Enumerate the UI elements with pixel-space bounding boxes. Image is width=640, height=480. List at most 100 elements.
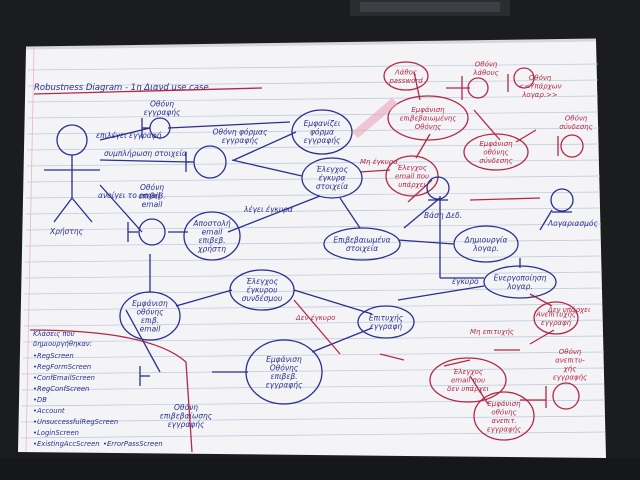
edge-label: Βάση Δεδ. bbox=[424, 211, 462, 220]
red-node-ellipse bbox=[533, 301, 579, 335]
blue-node-ellipse bbox=[357, 305, 415, 339]
blue-node-text: οθόνης bbox=[136, 307, 164, 316]
blue-node-text: στοιχεία bbox=[316, 182, 348, 191]
red-node-text: Οθόνη bbox=[529, 74, 552, 82]
blue-node-text: λογαρ. bbox=[506, 282, 533, 291]
red-node-text: εγγραφής bbox=[487, 425, 521, 433]
blue-node-text: Οθόνη bbox=[150, 99, 174, 108]
boundary-reg-confirm-screen bbox=[139, 366, 150, 386]
red-node-text: <<Υπάρχων bbox=[518, 83, 561, 91]
class-item: •DB bbox=[33, 396, 47, 404]
blue-node-text: συνδέσμου bbox=[242, 294, 283, 303]
diagram-title: Robustness Diagram - 1η Διανd use case bbox=[34, 83, 209, 93]
blue-node-text: Εμφάνιση bbox=[266, 355, 302, 364]
red-node-text: Ανεπιτυχής bbox=[535, 310, 576, 318]
blue-node-text: επιβεβαίωσης bbox=[160, 412, 213, 421]
red-node-text: Εμφάνιση bbox=[411, 106, 445, 114]
entity-database bbox=[426, 176, 450, 201]
blue-node-text: Εμφάνιση bbox=[132, 299, 168, 308]
red-node-ellipse bbox=[387, 95, 469, 141]
red-node-text: λάθους bbox=[472, 69, 498, 77]
red-node-text: Οθόνη bbox=[475, 60, 498, 68]
torn-top-edge bbox=[25, 38, 597, 50]
blue-node-text: Οθόνη bbox=[174, 403, 198, 412]
blue-node-text: επιβ. bbox=[141, 316, 159, 325]
blue-node-text: email bbox=[142, 200, 164, 209]
blue-node-text: εγγραφής bbox=[304, 136, 341, 145]
bottom-edge bbox=[0, 458, 640, 480]
red-node-text: password bbox=[388, 77, 423, 85]
blue-node-text: Οθόνη φόρμας bbox=[213, 127, 268, 136]
class-item: •RegConfScreen bbox=[33, 385, 89, 393]
red-node-ellipse bbox=[473, 391, 535, 441]
red-node-text: σύνδεσης bbox=[559, 123, 592, 131]
blue-node-text: χρήστη bbox=[197, 244, 226, 253]
boundary-login-screen bbox=[557, 134, 584, 158]
red-node-text: οθόνης bbox=[483, 149, 508, 157]
red-node-text: email που bbox=[451, 377, 485, 385]
blue-node-text: επιβεβ. bbox=[138, 192, 165, 201]
blue-node-text: Αποστολή bbox=[192, 219, 231, 228]
blue-node-ellipse bbox=[229, 269, 295, 311]
blue-node-text: εγγραφή bbox=[370, 322, 403, 331]
blue-node-text: λογαρ. bbox=[472, 244, 499, 253]
blue-node-text: έγκυρα bbox=[319, 174, 346, 183]
red-node-text: οθόνης bbox=[491, 408, 516, 416]
boundary-error-screen bbox=[461, 76, 489, 100]
blue-node-text: email bbox=[140, 324, 162, 333]
actor-label: Χρήστης bbox=[49, 227, 84, 236]
blue-node-text: email bbox=[202, 227, 224, 236]
blue-node-text: εγγραφής bbox=[144, 108, 181, 117]
red-controller-nodes: ΛάθοςpasswordΟθόνηλάθουςΟθόνη<<Υπάρχωνλο… bbox=[383, 60, 593, 441]
blue-node-text: εγγραφής bbox=[266, 380, 303, 389]
blue-node-text: εγγραφής bbox=[168, 420, 205, 429]
class-item: •RegFormScreen bbox=[33, 363, 91, 371]
blue-node-text: επιβεβ. bbox=[198, 236, 225, 245]
red-node-ellipse bbox=[385, 155, 439, 197]
red-node-text: ανεπιτυ- bbox=[555, 356, 585, 364]
actor-figure bbox=[44, 124, 100, 223]
edge-labels: επιλέγει εγγραφή συμπλήρωση στοιχεία ανο… bbox=[96, 131, 598, 336]
margin-line bbox=[25, 47, 35, 453]
edge-label: συμπλήρωση στοιχεία bbox=[104, 149, 187, 158]
red-node-text: ανεπιτ. bbox=[491, 417, 516, 425]
blue-node-text: Δημιουργία bbox=[464, 235, 508, 244]
red-node-text: Οθόνη bbox=[559, 348, 582, 356]
edge-label: έγκυρο bbox=[452, 277, 479, 286]
red-node-text: λογαρ.>> bbox=[521, 91, 558, 99]
boundary-unsuccessful-screen bbox=[545, 382, 580, 410]
red-node-text: email που bbox=[395, 173, 429, 181]
title-underline bbox=[33, 87, 263, 95]
blue-node-text: έγκυρου bbox=[247, 286, 279, 295]
class-list-border bbox=[29, 329, 193, 453]
red-node-text: Οθόνη bbox=[565, 114, 588, 122]
blue-node-text: Ενεργοποίηση bbox=[494, 273, 547, 282]
edge-label: Μη έγκυρα bbox=[360, 158, 398, 166]
class-list-title-1: Κλάσεις που bbox=[33, 330, 75, 338]
red-node-text: εγγραφής bbox=[553, 373, 587, 381]
red-node-text: δεν υπάρχει bbox=[447, 385, 489, 393]
blue-node-text: Επιτυχής bbox=[369, 313, 404, 322]
red-node-text: χής bbox=[563, 365, 577, 373]
keyboard-keys bbox=[360, 2, 500, 12]
boundary-confirm-email-screen bbox=[127, 218, 166, 246]
red-node-text: Οθόνης bbox=[415, 123, 442, 131]
blue-node-ellipse bbox=[453, 225, 519, 263]
class-item: •Account bbox=[33, 407, 65, 415]
edge-label: επιλέγει εγγραφή bbox=[96, 131, 162, 140]
class-list-title-2: δημιουργήθηκαν: bbox=[33, 340, 92, 348]
